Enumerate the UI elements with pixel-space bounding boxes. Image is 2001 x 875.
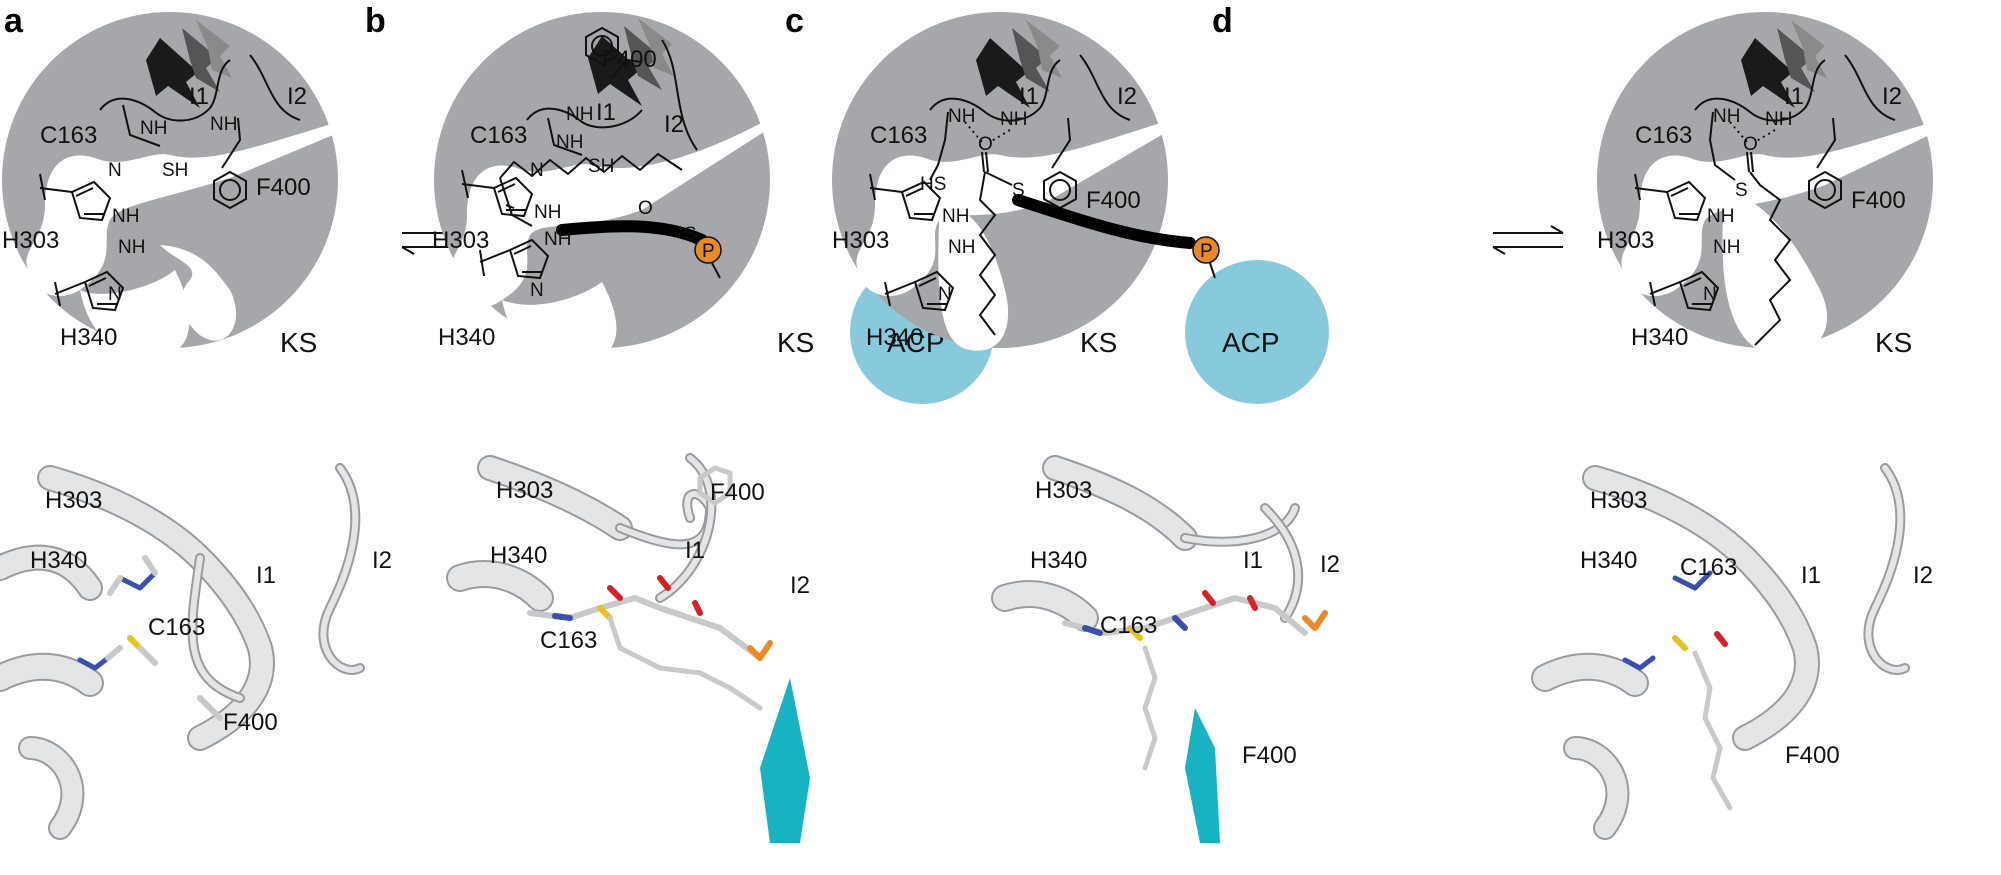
i2-structure-label: I2: [790, 572, 810, 599]
h340-structure-label: H340: [30, 547, 87, 574]
structure-b: H303 H340 C163 F400 I1 I2: [446, 453, 810, 843]
nh-label: NH: [566, 104, 593, 125]
f400-structure-label: F400: [1242, 742, 1297, 769]
f400-label: F400: [1086, 187, 1141, 214]
i1-structure-label: I1: [256, 562, 276, 589]
s-label: S: [1735, 180, 1748, 201]
ks-label: KS: [777, 327, 814, 358]
nh-label: NH: [942, 206, 969, 227]
nh-label: NH: [140, 118, 167, 139]
nh-label: NH: [948, 106, 975, 127]
structure-c: H303 H340 C163 F400 I1 I2: [991, 455, 1340, 843]
nh-label: NH: [118, 237, 145, 258]
nh-label: NH: [1765, 109, 1792, 130]
i1-structure-label: I1: [685, 537, 705, 564]
i2-label: I2: [1882, 83, 1902, 110]
n-label: N: [938, 284, 952, 305]
nh-label: NH: [534, 202, 561, 223]
h340-structure-label: H340: [490, 542, 547, 569]
h340-structure-label: H340: [1580, 547, 1637, 574]
o-label: O: [1743, 134, 1758, 155]
thiol-label: HS: [920, 174, 946, 195]
i2-structure-label: I2: [372, 547, 392, 574]
c163-structure-label: C163: [148, 614, 205, 641]
f400-structure-label: F400: [710, 479, 765, 506]
n-label: N: [1703, 284, 1717, 305]
nh-label: NH: [556, 132, 583, 153]
n-label: N: [108, 284, 122, 305]
o-label: O: [638, 198, 653, 219]
nh-label: NH: [210, 114, 237, 135]
i2-label: I2: [1117, 83, 1137, 110]
thiol-label: SH: [162, 160, 188, 181]
n-label: N: [530, 280, 544, 301]
panel-letter-a: a: [4, 2, 23, 40]
nh-label: NH: [1713, 106, 1740, 127]
c163-label: C163: [870, 122, 927, 149]
s-label: S: [1012, 180, 1025, 201]
h303-structure-label: H303: [45, 487, 102, 514]
structure-d: H303 H340 C163 F400 I1 I2: [1531, 463, 1933, 840]
c163-label: C163: [40, 122, 97, 149]
structure-a: H303 H340 C163 F400 I1 I2: [0, 463, 392, 840]
h340-label: H340: [438, 324, 495, 351]
i1-structure-label: I1: [1801, 562, 1821, 589]
c163-label: C163: [470, 122, 527, 149]
i1-label: I1: [1784, 83, 1804, 110]
h340-label: H340: [866, 324, 923, 351]
nh-label: NH: [1707, 206, 1734, 227]
h340-label: H340: [60, 324, 117, 351]
c163-label: C163: [1635, 122, 1692, 149]
h303-structure-label: H303: [1590, 487, 1647, 514]
nh-label: NH: [544, 229, 571, 250]
i1-label: I1: [596, 99, 616, 126]
panel-letter-b: b: [365, 2, 386, 40]
h340-label: H340: [1631, 324, 1688, 351]
c163-structure-label: C163: [1680, 554, 1737, 581]
s-label: S: [684, 224, 697, 245]
schematic-d: NH NH O S NH NH N C163 H303 H340 F400 I1…: [1597, 12, 1940, 358]
nh-label: NH: [112, 206, 139, 227]
f400-structure-label: F400: [1785, 742, 1840, 769]
c163-structure-label: C163: [1100, 612, 1157, 639]
c163-structure-label: C163: [540, 627, 597, 654]
o-label: O: [978, 134, 993, 155]
phosphate-label: P: [1200, 241, 1213, 262]
h303-structure-label: H303: [1035, 477, 1092, 504]
nh-label: NH: [948, 237, 975, 258]
h303-structure-label: H303: [496, 477, 553, 504]
panel-letter-d: d: [1212, 2, 1233, 40]
i2-structure-label: I2: [1320, 551, 1340, 578]
n-label: N: [530, 160, 544, 181]
panel-letter-c: c: [785, 2, 804, 40]
f400-label: F400: [1851, 187, 1906, 214]
i2-label: I2: [664, 111, 684, 138]
h303-label: H303: [2, 227, 59, 254]
equilibrium-arrows-icon: [1492, 225, 1564, 255]
n-label: N: [108, 160, 122, 181]
f400-label: F400: [256, 174, 311, 201]
i2-structure-label: I2: [1913, 562, 1933, 589]
thiol-label: SH: [588, 156, 614, 177]
i1-structure-label: I1: [1243, 547, 1263, 574]
i1-label: I1: [189, 83, 209, 110]
i2-label: I2: [287, 83, 307, 110]
h303-label: H303: [432, 227, 489, 254]
ks-label: KS: [1080, 327, 1117, 358]
phosphate-label: P: [702, 241, 715, 262]
acp-label: ACP: [1222, 327, 1280, 358]
ks-label: KS: [280, 327, 317, 358]
nh-label: NH: [1000, 109, 1027, 130]
f400-label: F400: [602, 46, 657, 73]
ks-label: KS: [1875, 327, 1912, 358]
h303-label: H303: [832, 227, 889, 254]
i1-label: I1: [1019, 83, 1039, 110]
nh-label: NH: [1713, 237, 1740, 258]
h303-label: H303: [1597, 227, 1654, 254]
f400-structure-label: F400: [223, 709, 278, 736]
schematic-c: NH NH O S HS NH NH N C163 H303 H340 F400…: [832, 12, 1329, 404]
h340-structure-label: H340: [1030, 547, 1087, 574]
schematic-a: NH NH SH N NH NH N C163 H303 H340 F400 I…: [2, 12, 345, 358]
